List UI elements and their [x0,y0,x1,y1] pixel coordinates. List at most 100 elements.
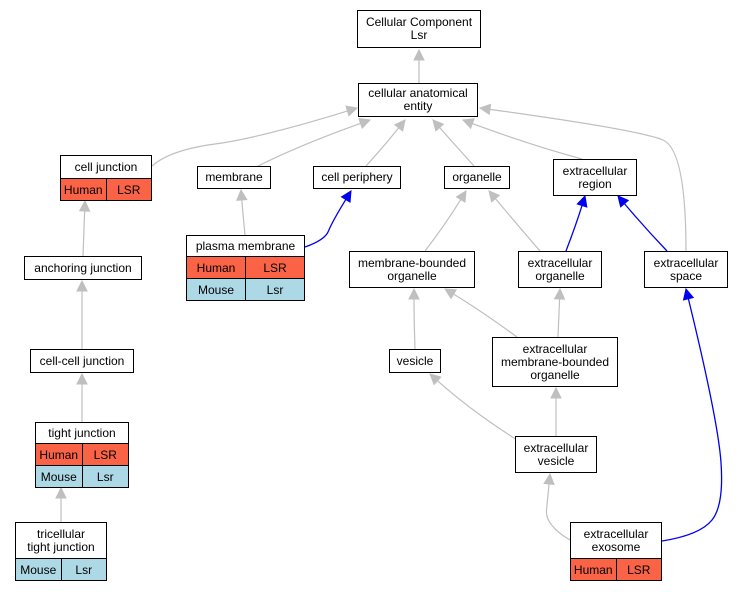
node-extracellular-vesicle[interactable]: extracellular vesicle [515,436,597,473]
node-cellular-anatomical-entity[interactable]: cellular anatomical entity [358,83,478,117]
node-title: Cellular Component Lsr [358,11,480,47]
edge-extracellular_exosome-to-extracellular_vesicle [545,482,571,541]
edge-arrowhead [461,118,475,130]
node-plasma-membrane[interactable]: plasma membrane Human LSR Mouse Lsr [186,235,305,301]
edge-plasma_membrane-to-membrane [241,198,246,236]
human-annotation-row: Human LSR [187,256,304,278]
edge-arrowhead [408,287,420,300]
edge-extracellular_vesicle-to-vesicle [436,379,518,441]
edge-extracellular_region-to-cellular_anatomical_entity [471,122,583,160]
node-label-line: tricellular [36,526,85,541]
node-label-line: tight junction [48,425,116,440]
node-label-line: region [578,176,612,191]
gene-cell: LSR [615,559,661,580]
node-anchoring-junction[interactable]: anchoring junction [24,256,142,280]
node-label-line: vesicle [537,453,575,468]
node-title: cell-cell junction [31,350,133,372]
edge-arrowhead [553,287,566,300]
edge-arrowhead [76,372,88,385]
gene-cell: Lsr [81,466,128,487]
edge-arrowhead [78,199,91,212]
node-label-line: space [669,268,703,283]
node-title: tight junction [36,423,128,443]
node-title: extracellular region [554,160,636,195]
node-title: anchoring junction [25,257,141,279]
gene-cell: LSR [81,444,128,465]
node-cell-periphery[interactable]: cell periphery [313,166,401,189]
node-label-line: cellular anatomical [368,86,468,100]
human-annotation-row: Human LSR [571,558,661,580]
node-label-line: cell-cell junction [39,353,125,368]
edge-arrowhead [617,195,630,208]
human-annotation-row: Human LSR [36,443,128,465]
edge-cell_junction-to-cellular_anatomical_entity [151,110,349,167]
node-title: tricellular tight junction [16,523,106,558]
node-title: membrane-bounded organelle [350,252,474,287]
gene-cell: LSR [245,257,304,278]
node-label-line: extracellular [583,526,649,541]
edge-extracellular_mb_organelle-to-extracellular_organelle [557,297,561,338]
node-label-line: extracellular [522,341,588,356]
node-extracellular-region[interactable]: extracellular region [553,159,637,196]
node-cellular-component[interactable]: Cellular Component Lsr [357,10,481,48]
organism-cell: Human [187,257,245,278]
edge-vesicle-to-membrane_bounded_organelle [413,297,416,350]
node-extracellular-organelle[interactable]: extracellular organelle [518,251,602,288]
organism-cell: Human [36,444,82,465]
node-label-line: membrane-bounded [357,255,467,270]
edge-extracellular_exosome-to-extracellular_space [661,297,723,542]
node-title: cell junction [61,156,151,178]
node-cell-cell-junction[interactable]: cell-cell junction [30,349,134,373]
edge-arrowhead [429,373,442,386]
node-label-line: entity [403,99,433,113]
node-tight-junction[interactable]: tight junction Human LSR Mouse Lsr [35,422,129,488]
node-title: membrane [198,167,270,188]
node-tricellular-tight-junction[interactable]: tricellular tight junction Mouse Lsr [15,522,107,581]
node-label-line: tight junction [27,539,95,554]
edge-cell_periphery-to-cellular_anatomical_entity [365,126,400,167]
mouse-annotation-row: Mouse Lsr [187,278,304,300]
edge-arrowhead [543,472,555,486]
edge-arrowhead [236,188,248,201]
edge-extracellular_space-to-cellular_anatomical_entity [488,108,687,252]
organism-cell: Human [571,559,616,580]
node-extracellular-space[interactable]: extracellular space [644,251,728,288]
node-label-line: cell junction [74,159,138,174]
edge-extracellular_organelle-to-extracellular_region [565,204,583,252]
edge-membrane_bounded_organelle-to-organelle [424,198,462,252]
node-title: extracellular membrane-bounded organelle [493,338,617,386]
node-label-line: Lsr [410,28,428,42]
node-organelle[interactable]: organelle [444,166,510,189]
node-label-line: extracellular [653,255,719,270]
node-cell-junction[interactable]: cell junction Human LSR [60,155,152,201]
node-title: cellular anatomical entity [359,84,477,116]
node-vesicle[interactable]: vesicle [389,349,441,373]
edge-arrowhead [393,119,406,132]
edge-arrowhead [455,190,467,203]
node-title: extracellular space [645,252,727,287]
gene-cell: LSR [105,179,151,200]
node-extracellular-exosome[interactable]: extracellular exosome Human LSR [570,522,662,581]
node-label-line: Cellular Component [365,15,473,29]
node-label-line: anchoring junction [34,260,132,275]
node-title: extracellular exosome [571,523,661,558]
edge-arrowhead [345,105,359,117]
edge-arrowhead [358,118,372,130]
node-title: organelle [445,167,509,188]
node-label-line: extracellular [523,440,589,455]
node-title: plasma membrane [187,236,304,256]
node-membrane-bounded-organelle[interactable]: membrane-bounded organelle [349,251,475,288]
edge-extracellular_space-to-extracellular_region [623,202,668,252]
node-title: cell periphery [314,167,400,188]
edge-arrowhead [682,287,695,301]
gene-cell: Lsr [60,559,106,580]
node-membrane[interactable]: membrane [197,166,271,189]
edge-extracellular_mb_organelle-to-membrane_bounded_organelle [452,293,518,338]
edge-arrowhead [488,190,501,203]
edge-arrowhead [478,103,492,116]
edge-arrowhead [432,119,445,132]
edge-arrowhead [340,190,352,203]
node-extracellular-membrane-bounded-organelle[interactable]: extracellular membrane-bounded organelle [492,337,618,387]
node-label-line: extracellular [527,255,593,270]
edge-arrowhead [576,194,588,208]
